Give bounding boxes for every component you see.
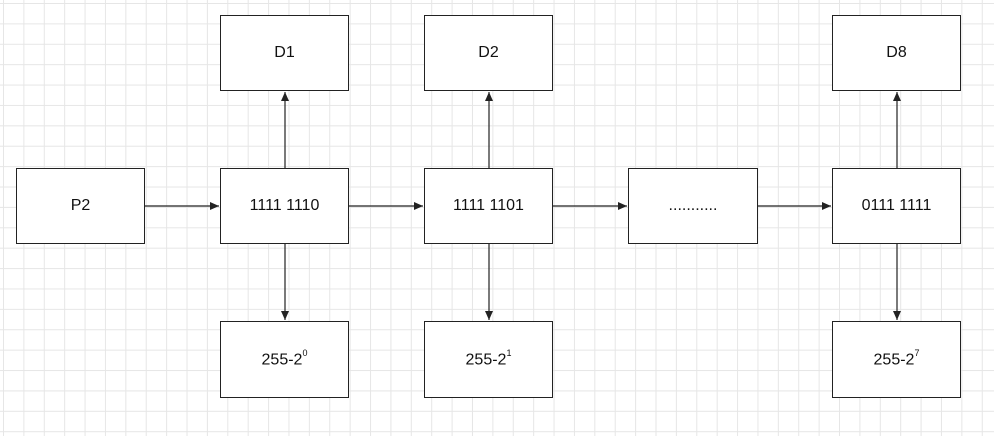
output-label: D1 [274,44,295,61]
output-label: D2 [478,44,499,61]
value-label: 255-21 [465,347,512,369]
value-label: 255-27 [873,347,920,369]
source-node-p2: P2 [16,168,145,244]
code-node-ellipsis: ........... [628,168,758,244]
output-label: D8 [886,44,907,61]
output-node-d1: D1 [220,15,349,91]
value-node-1: 255-20 [220,321,349,398]
code-label: 1111 1110 [249,197,320,214]
source-label: P2 [70,197,91,214]
value-exponent: 1 [506,347,512,358]
value-base: 255-2 [465,351,507,369]
code-label: 0111 1111 [861,197,932,214]
value-base: 255-2 [261,351,303,369]
code-node-1: 1111 1110 [220,168,349,244]
code-node-8: 0111 1111 [832,168,961,244]
value-exponent: 0 [302,347,308,358]
output-node-d8: D8 [832,15,961,91]
value-base: 255-2 [873,351,915,369]
value-exponent: 7 [914,347,920,358]
ellipsis-label: ........... [668,197,718,214]
output-node-d2: D2 [424,15,553,91]
value-node-2: 255-21 [424,321,553,398]
value-label: 255-20 [261,347,308,369]
code-node-2: 1111 1101 [424,168,553,244]
code-label: 1111 1101 [453,197,524,214]
value-node-8: 255-27 [832,321,961,398]
